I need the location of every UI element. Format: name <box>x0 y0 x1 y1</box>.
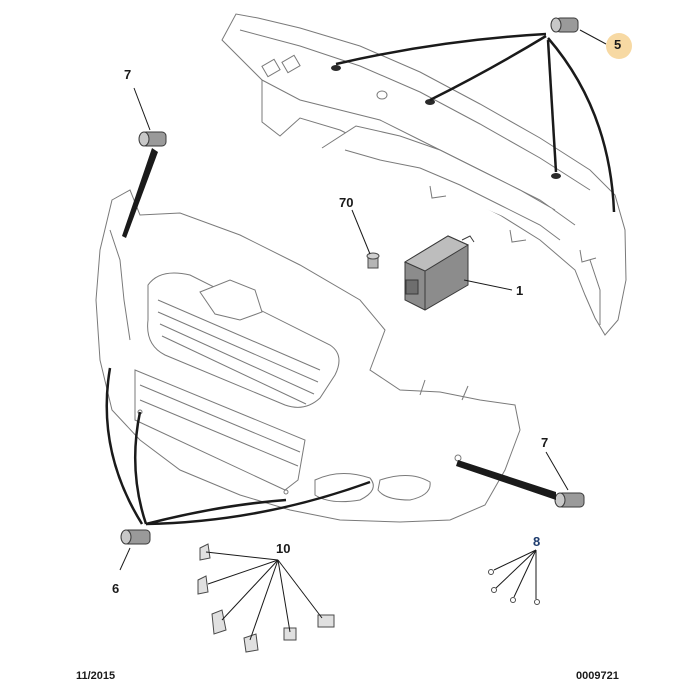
connector-wedges <box>122 148 556 500</box>
rear-sensor-mounts <box>331 65 561 179</box>
callout-6: 6 <box>112 581 120 596</box>
footer-reference: 0009721 <box>576 670 619 682</box>
parking-aid-control-unit <box>403 235 475 311</box>
screw <box>366 252 380 269</box>
callout-5: 5 <box>614 37 622 52</box>
rear-bumper <box>221 13 627 336</box>
parking-sensor-front-right <box>554 492 585 508</box>
callout-10: 10 <box>276 541 291 556</box>
parking-sensor-front-left <box>120 529 151 545</box>
callout-8: 8 <box>533 534 541 549</box>
rings <box>488 569 540 605</box>
callout-7-top: 7 <box>124 67 132 82</box>
parking-sensor-top-left <box>138 131 167 147</box>
callout-7-right: 7 <box>541 435 549 450</box>
callout-1: 1 <box>516 283 524 298</box>
leader-lines <box>119 29 607 641</box>
footer-date: 11/2015 <box>76 670 116 682</box>
callout-highlight <box>606 33 632 59</box>
parking-sensor-rear <box>550 17 579 33</box>
wiring-harness <box>105 32 616 526</box>
callout-70: 70 <box>339 195 354 210</box>
clips <box>197 543 335 653</box>
